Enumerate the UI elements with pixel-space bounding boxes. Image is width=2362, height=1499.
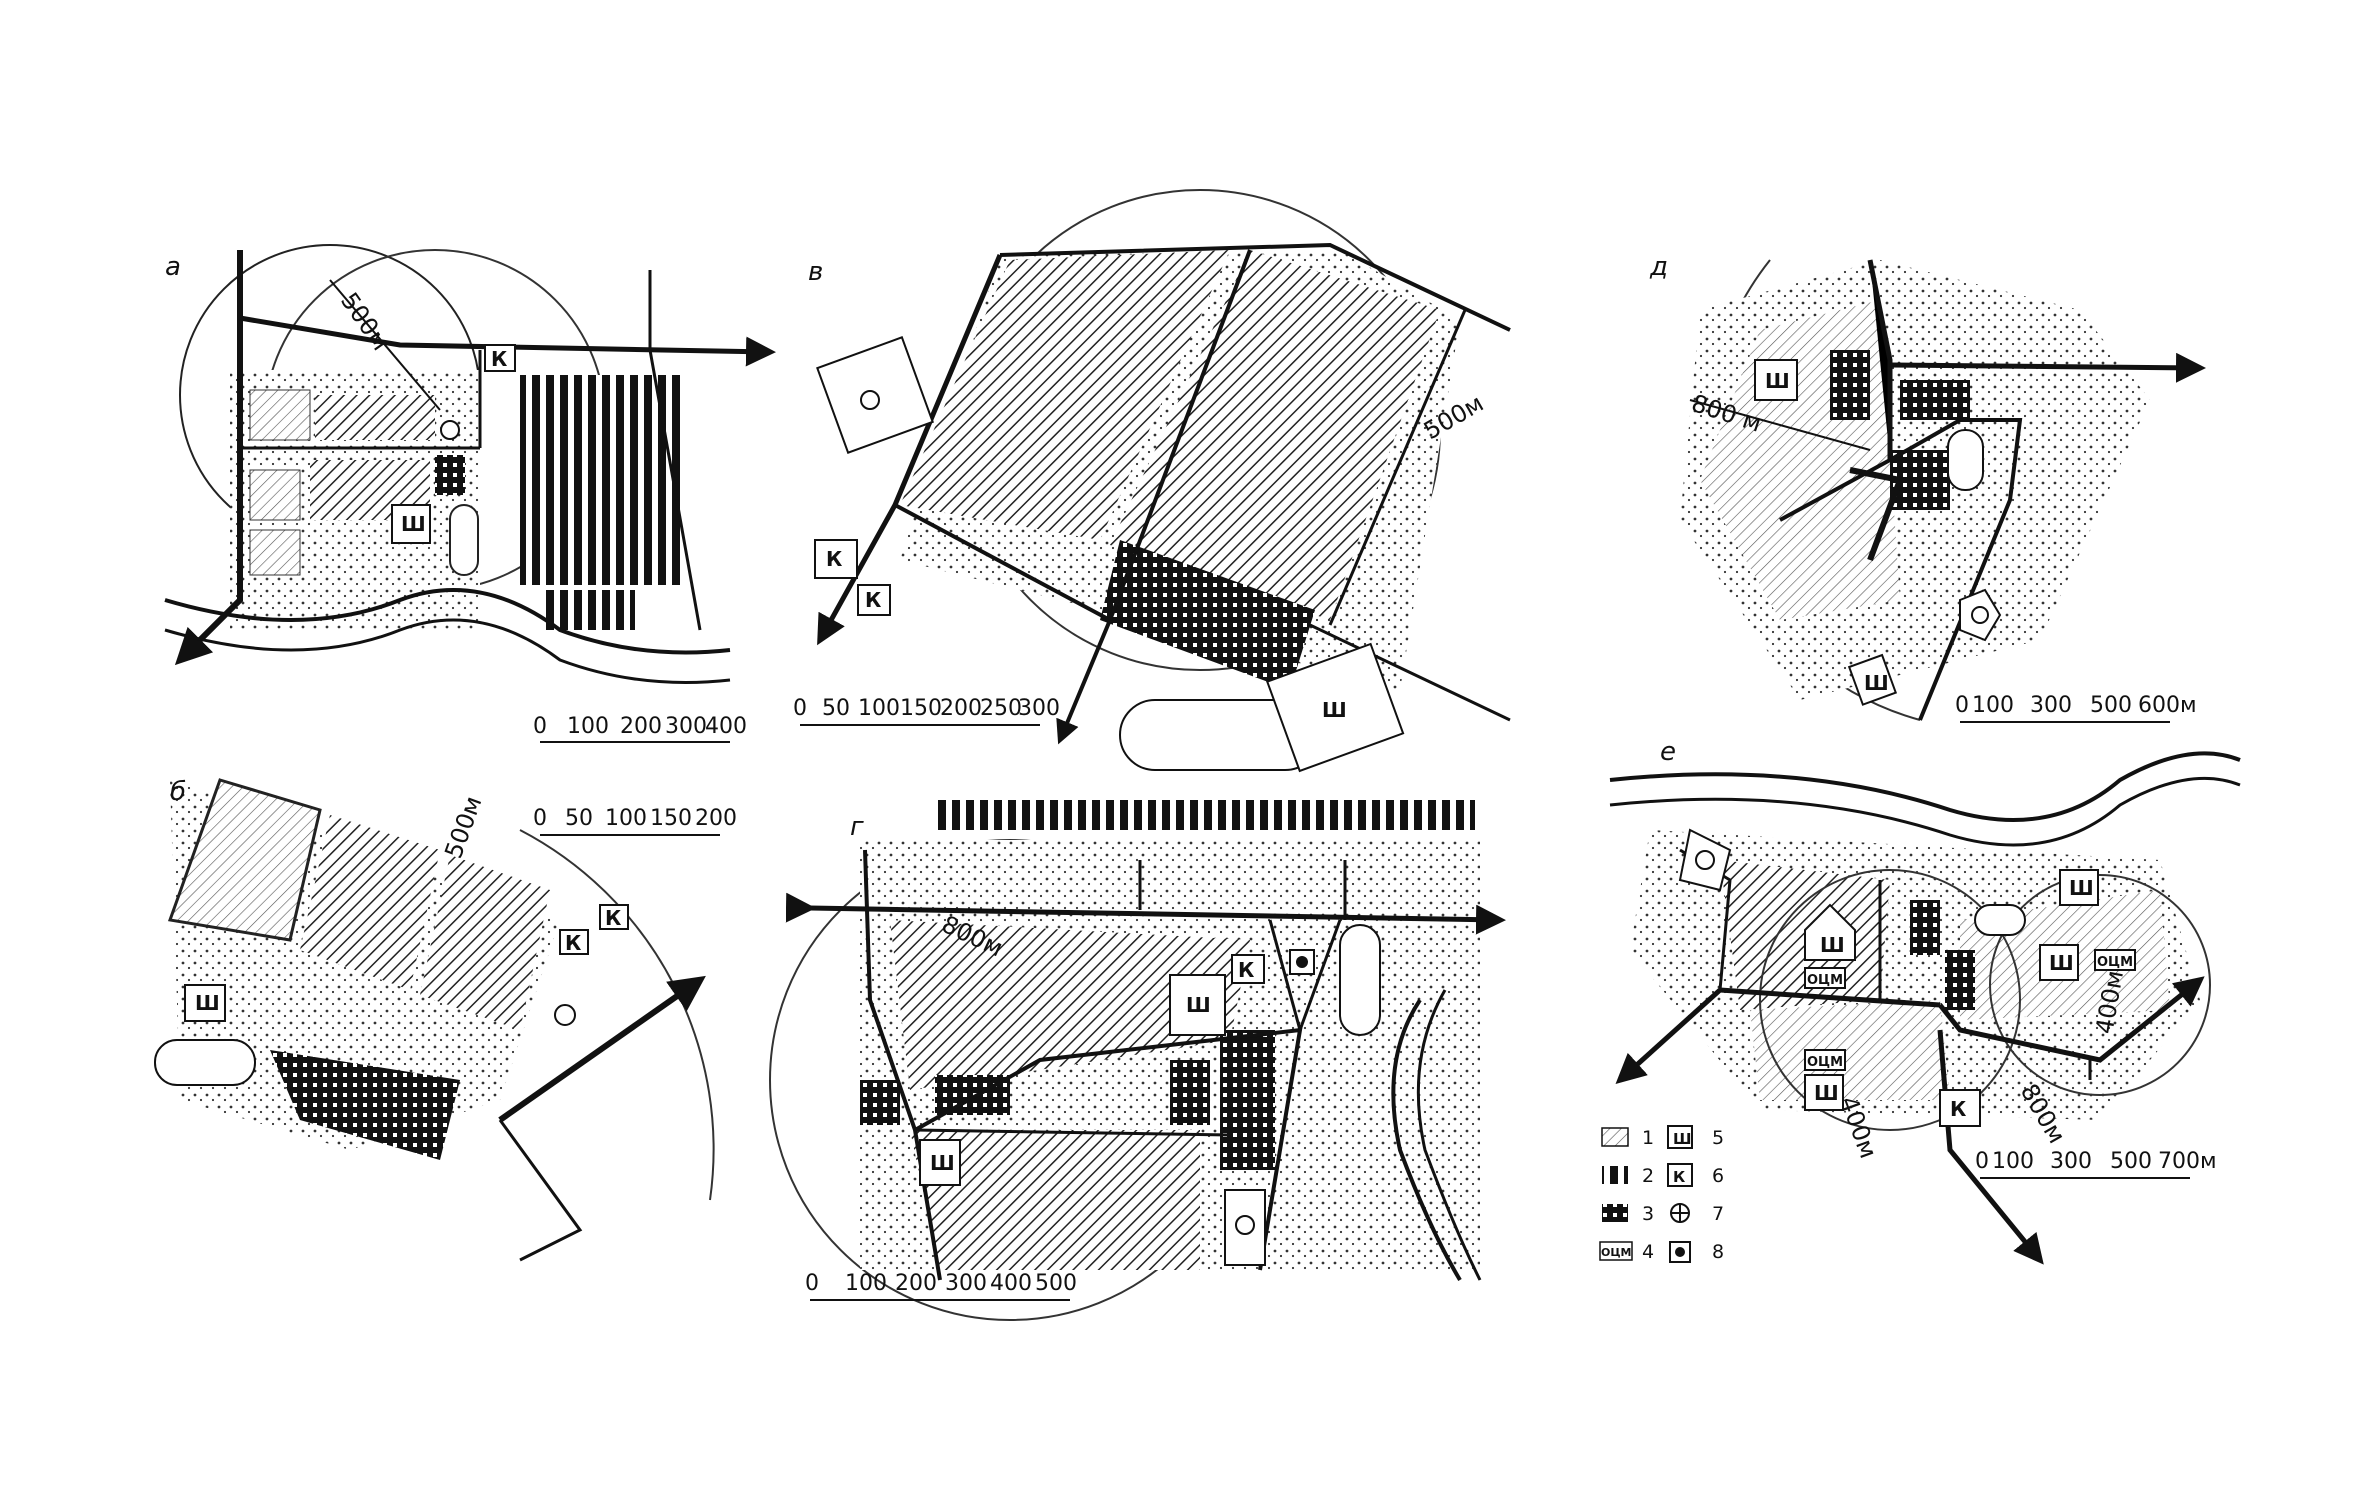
svg-text:200: 200 xyxy=(940,696,982,721)
svg-text:700м: 700м xyxy=(2158,1149,2217,1174)
panel-v: Ш К К в 500м 0 50 100 150 200 250 300 xyxy=(793,189,1511,773)
svg-text:Ш: Ш xyxy=(1673,1130,1692,1148)
school-symbol: Ш xyxy=(401,512,426,536)
school-symbol-2: Ш xyxy=(1864,671,1889,695)
panel-a: К Ш а 500м 0 100 200 300 400 xyxy=(164,244,776,743)
radius-label: 500м xyxy=(335,287,395,355)
legend-row-1: 1 Ш 5 xyxy=(1601,1125,1724,1149)
svg-text:200: 200 xyxy=(695,806,737,831)
legend-row-2: 2 К 6 xyxy=(1602,1163,1724,1187)
svg-text:400: 400 xyxy=(990,1271,1032,1296)
panel-letter: в xyxy=(808,257,823,287)
club-symbol: К xyxy=(491,347,508,371)
shop-symbol-3: ОЦМ xyxy=(2097,955,2133,970)
svg-text:0: 0 xyxy=(793,696,807,721)
svg-text:0: 0 xyxy=(1955,693,1969,718)
svg-text:0: 0 xyxy=(533,806,547,831)
club-symbol-2: К xyxy=(865,588,882,612)
scale-bar: 0 50 100 150 200 xyxy=(533,806,737,836)
svg-text:150: 150 xyxy=(900,696,942,721)
svg-text:2: 2 xyxy=(1642,1165,1654,1187)
school-symbol-4: Ш xyxy=(2049,951,2074,975)
school-symbol: Ш xyxy=(195,991,220,1015)
svg-text:100: 100 xyxy=(858,696,900,721)
club-symbol: К xyxy=(826,547,843,571)
scale-bar: 0 100 300 500 600м xyxy=(1955,693,2197,723)
svg-text:50: 50 xyxy=(565,806,593,831)
shop-symbol-2: ОЦМ xyxy=(1807,1055,1843,1070)
club-symbol: К xyxy=(565,931,582,955)
svg-text:100: 100 xyxy=(605,806,647,831)
svg-text:50: 50 xyxy=(822,696,850,721)
svg-text:300: 300 xyxy=(945,1271,987,1296)
school-symbol: Ш xyxy=(1186,993,1211,1017)
scale-bar: 0 50 100 150 200 250 300 xyxy=(793,696,1060,726)
svg-text:500: 500 xyxy=(1035,1271,1077,1296)
scale-bar: 0 100 300 500 700м xyxy=(1975,1149,2217,1179)
svg-text:300: 300 xyxy=(665,714,707,739)
panel-d: Ш Ш д 800 м 0 100 300 500 600м xyxy=(1649,252,2206,723)
svg-text:250: 250 xyxy=(980,696,1022,721)
svg-text:6: 6 xyxy=(1712,1165,1724,1187)
legend-row-3: 3 7 xyxy=(1602,1203,1724,1225)
panel-letter: б xyxy=(170,777,186,807)
svg-text:100: 100 xyxy=(845,1271,887,1296)
panel-letter: г xyxy=(850,812,864,842)
school-symbol: Ш xyxy=(1820,933,1845,957)
svg-text:4: 4 xyxy=(1642,1241,1654,1263)
club-symbol: К xyxy=(1950,1097,1967,1121)
svg-text:0: 0 xyxy=(805,1271,819,1296)
scale-bar: 0 100 200 300 400 500 xyxy=(805,1271,1077,1301)
svg-text:3: 3 xyxy=(1642,1203,1654,1225)
svg-text:1: 1 xyxy=(1642,1127,1654,1149)
panel-g: Ш Ш К г 800м 0 100 200 300 400 500 xyxy=(769,800,1506,1321)
svg-text:8: 8 xyxy=(1712,1241,1724,1263)
svg-text:150: 150 xyxy=(650,806,692,831)
svg-text:0: 0 xyxy=(1975,1149,1989,1174)
svg-text:500: 500 xyxy=(2090,693,2132,718)
svg-text:300: 300 xyxy=(2050,1149,2092,1174)
svg-text:300: 300 xyxy=(1018,696,1060,721)
school-symbol-2: Ш xyxy=(930,1151,955,1175)
svg-text:0: 0 xyxy=(533,714,547,739)
svg-text:500: 500 xyxy=(2110,1149,2152,1174)
panel-letter: д xyxy=(1649,252,1668,282)
svg-text:400: 400 xyxy=(705,714,747,739)
svg-text:300: 300 xyxy=(2030,693,2072,718)
svg-text:К: К xyxy=(1673,1168,1686,1186)
legend: 1 Ш 5 2 К 6 3 7 ОЦМ 4 8 xyxy=(1599,1125,1724,1263)
svg-text:600м: 600м xyxy=(2138,693,2197,718)
panel-letter: е xyxy=(1660,737,1676,767)
svg-text:200: 200 xyxy=(895,1271,937,1296)
svg-text:200: 200 xyxy=(620,714,662,739)
school-symbol-2: Ш xyxy=(1814,1081,1839,1105)
svg-text:100: 100 xyxy=(567,714,609,739)
svg-text:ОЦМ: ОЦМ xyxy=(1601,1246,1632,1259)
club-symbol: К xyxy=(1238,958,1255,982)
legend-row-4: ОЦМ 4 8 xyxy=(1599,1241,1724,1263)
svg-text:5: 5 xyxy=(1712,1127,1724,1149)
school-symbol: Ш xyxy=(1322,698,1347,722)
panel-e: Ш Ш Ш Ш ОЦМ ОЦМ ОЦМ К е 800м 400м 400м 0… xyxy=(1609,737,2241,1265)
svg-text:100: 100 xyxy=(1992,1149,2034,1174)
club-symbol-2: К xyxy=(605,906,622,930)
shop-symbol: ОЦМ xyxy=(1807,973,1843,988)
scale-bar: 0 100 200 300 400 xyxy=(533,714,747,743)
school-symbol: Ш xyxy=(1765,369,1790,393)
svg-text:100: 100 xyxy=(1972,693,2014,718)
school-symbol-3: Ш xyxy=(2069,876,2094,900)
panel-b: Ш К К б 500м 0 50 100 150 200 xyxy=(154,777,737,1262)
svg-text:7: 7 xyxy=(1712,1203,1724,1225)
panel-letter: а xyxy=(165,252,181,282)
radius-label: 500м xyxy=(439,792,487,862)
